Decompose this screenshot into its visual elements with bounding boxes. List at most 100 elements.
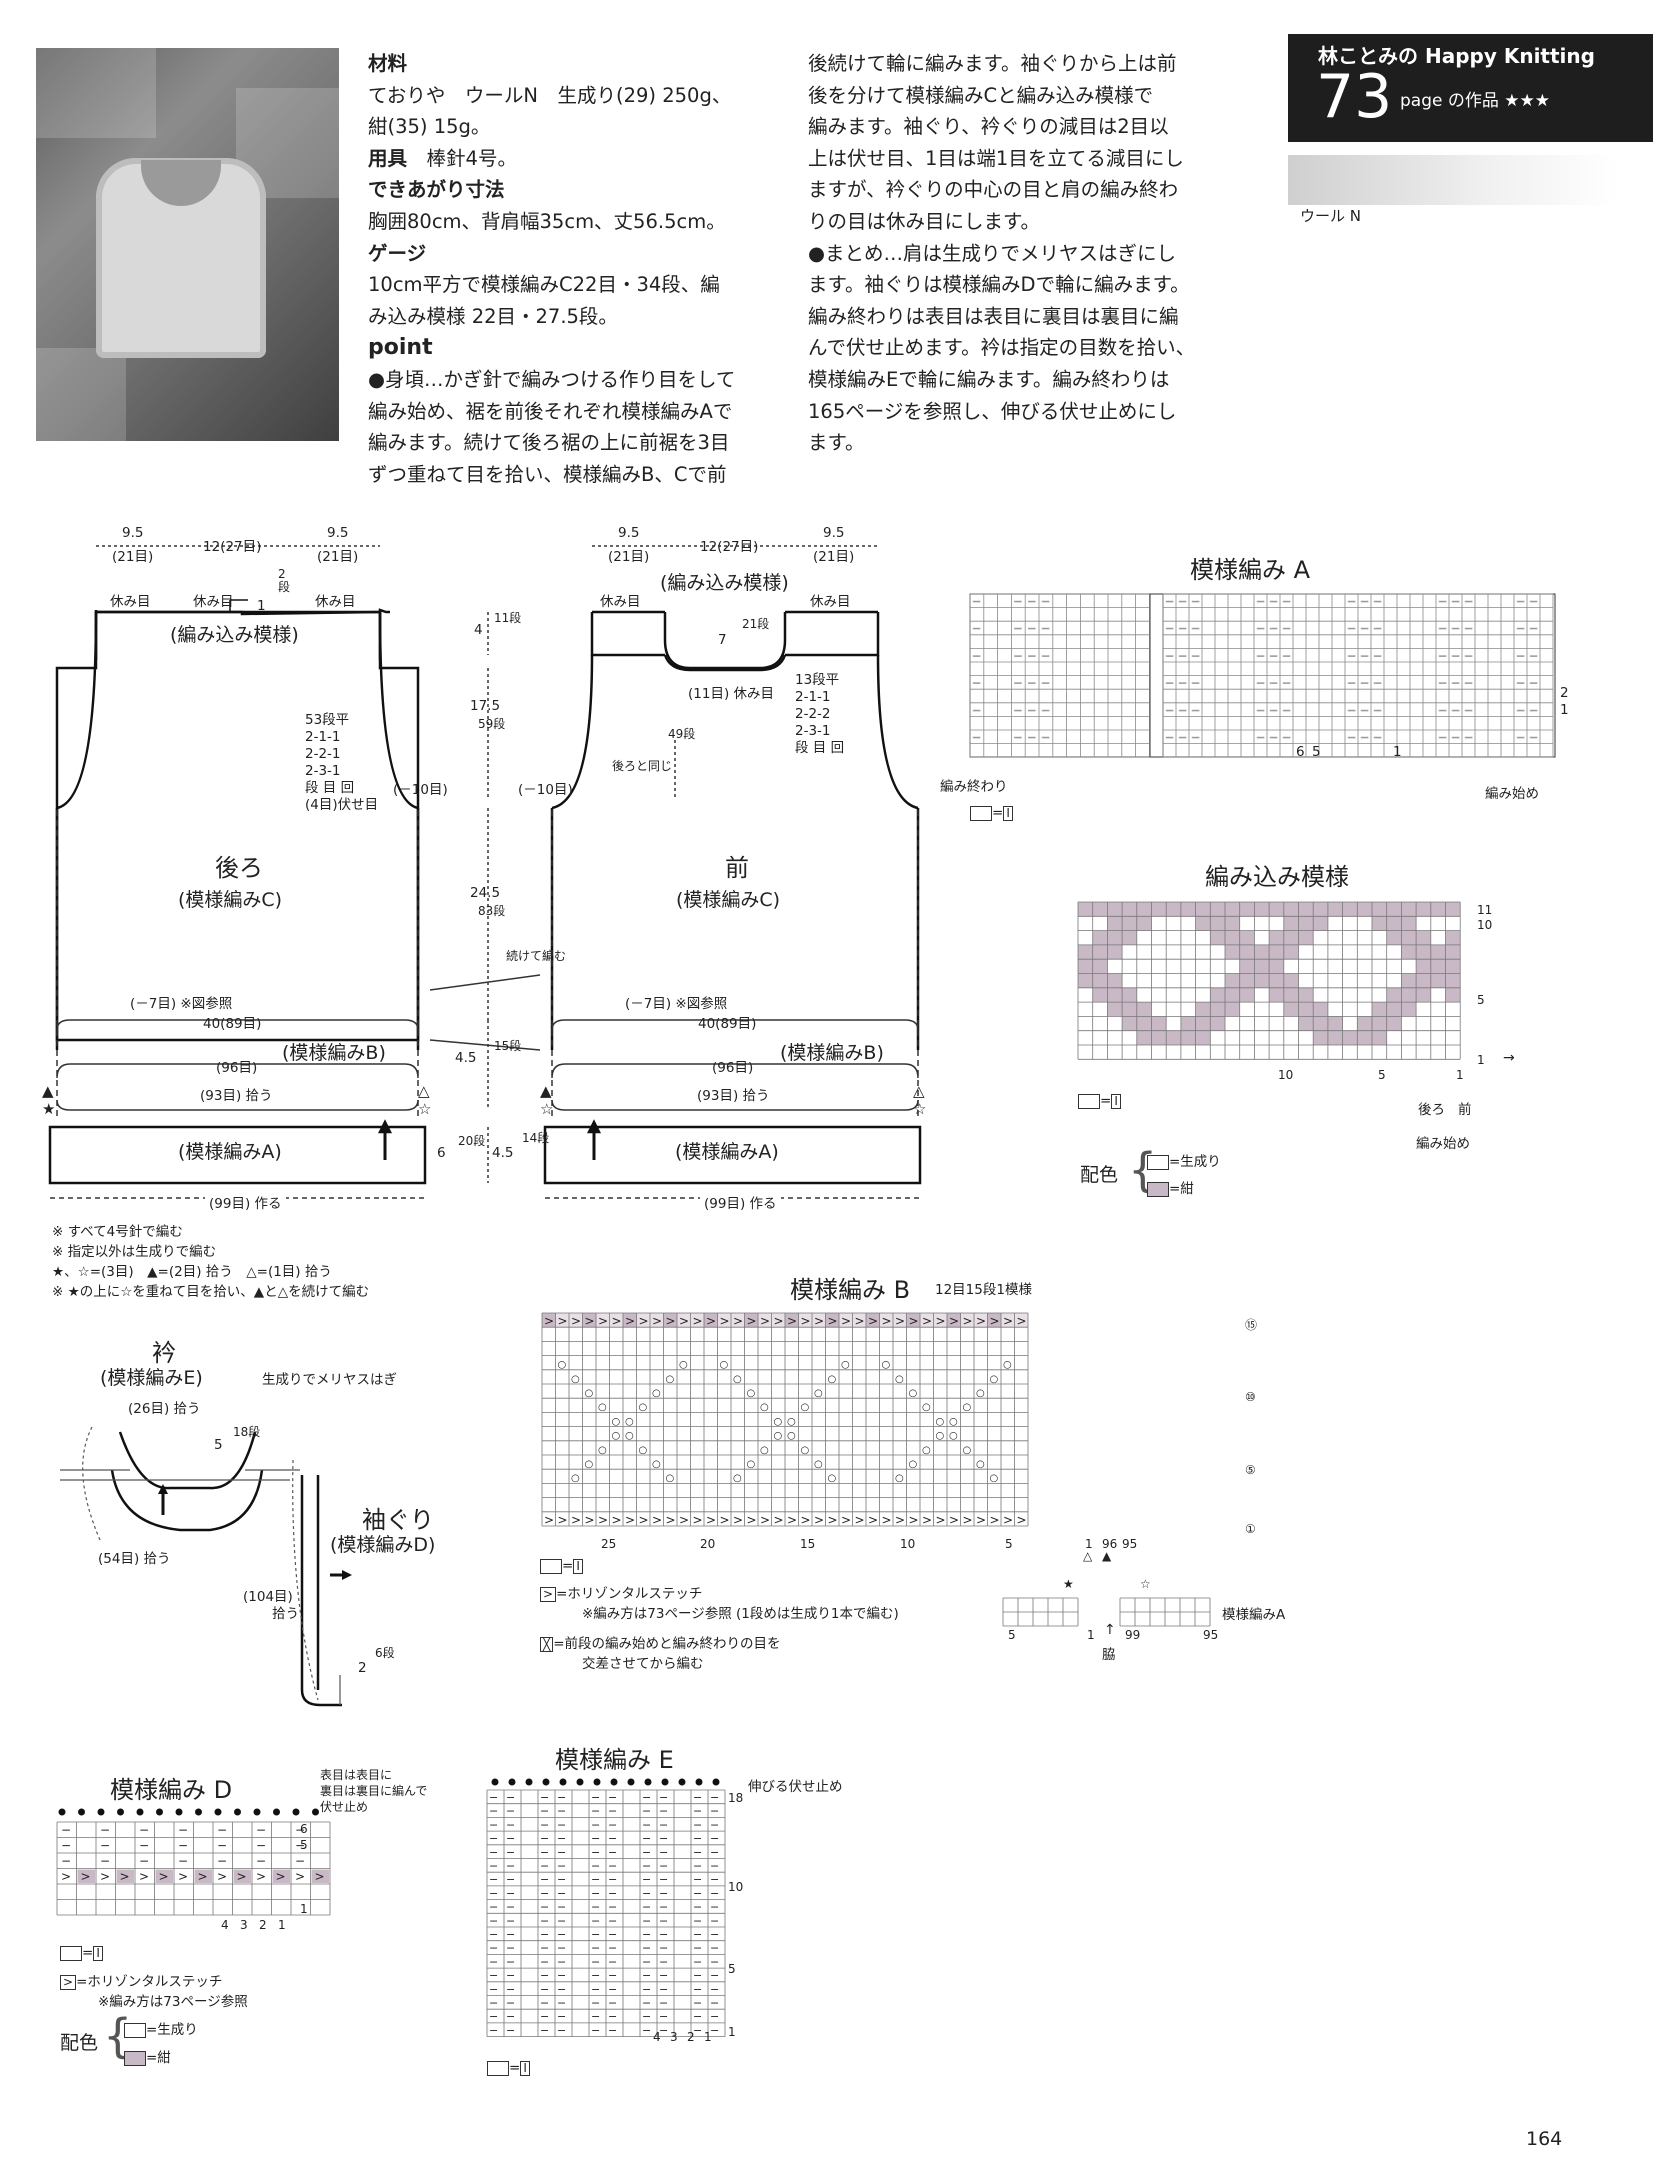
chart-cell — [974, 1313, 988, 1328]
chart-cell — [1092, 902, 1108, 917]
chart-a-col: 6 — [1296, 744, 1305, 760]
chart-symbol: ○ — [571, 1374, 580, 1385]
front-triangle-black: ▲ — [540, 1082, 552, 1100]
chart-symbol: − — [1373, 704, 1382, 717]
page-ref-suffix: page の作品 ★★★ — [1400, 91, 1550, 111]
chart-symbol: − — [710, 1942, 719, 1955]
jacq-front: 前 — [1458, 1102, 1472, 1118]
jacquard-title: 編み込み模様 — [1205, 863, 1349, 891]
chart-symbol: − — [540, 1873, 549, 1886]
horizontal-stitch-icon: > — [540, 1587, 557, 1602]
chart-symbol: − — [489, 2024, 498, 2037]
front-rest-left: 休み目 — [600, 594, 641, 610]
chart-e-row: 5 — [728, 1962, 736, 1976]
front-triangle-white: △ — [913, 1082, 925, 1100]
chart-symbol: − — [1282, 677, 1291, 690]
front-st96: (96目) — [712, 1060, 754, 1076]
chart-e-note: 伸びる伏せ止め — [748, 1779, 843, 1795]
chart-symbol: − — [972, 622, 981, 635]
mini-star-black: ★ — [1063, 1577, 1074, 1591]
chart-cell — [744, 1313, 758, 1328]
back-band-a: (模様編みA) — [178, 1141, 282, 1163]
chart-symbol: − — [642, 1942, 651, 1955]
chart-symbol: − — [591, 1914, 600, 1927]
front-top-right-st: (21目) — [813, 549, 855, 565]
right-line: りの目は休み目にします。 — [808, 209, 1041, 233]
chart-cell — [1225, 930, 1240, 945]
chart-symbol: ○ — [558, 1360, 567, 1371]
chart-b-triangle-white: △ — [1083, 1549, 1093, 1563]
chart-cell — [1195, 1002, 1211, 1017]
chart-symbol: > — [1017, 1314, 1027, 1328]
knit-symbol-icon: I — [1111, 1094, 1121, 1109]
chart-symbol: − — [489, 1997, 498, 2010]
chart-symbol: > — [81, 1870, 91, 1884]
color-2-label: =紺 — [1169, 1181, 1194, 1197]
ecru-swatch-icon — [1147, 1154, 1169, 1170]
chart-symbol: − — [608, 1914, 617, 1927]
chart-symbol: − — [693, 1873, 702, 1886]
chart-symbol: − — [540, 1887, 549, 1900]
chart-b-legend2: >=ホリゾンタルステッチ — [540, 1582, 702, 1602]
chart-symbol: − — [1027, 595, 1036, 608]
armhole-pick104b: 拾う — [272, 1606, 299, 1622]
chart-symbol: − — [1165, 731, 1174, 744]
chart-symbol: − — [1347, 731, 1356, 744]
chart-a-start: 編み始め — [1485, 786, 1539, 802]
chart-symbol: − — [489, 1832, 498, 1845]
series-header: 林ことみの Happy Knitting 73 page の作品 ★★★ — [1288, 34, 1653, 142]
chart-d-note: 表目は表目に 裏目は裏目に編んで 伏せ止め — [320, 1767, 427, 1815]
chart-symbol: − — [972, 677, 981, 690]
chart-symbol: − — [1516, 731, 1525, 744]
chart-symbol: − — [608, 1887, 617, 1900]
dec-line: 2-2-1 — [305, 746, 341, 762]
chart-d-col: 3 — [240, 1918, 248, 1932]
chart-symbol: ○ — [909, 1388, 918, 1399]
chart-symbol: ○ — [760, 1402, 769, 1413]
chart-d-title: 模様編み D — [110, 1776, 233, 1804]
chart-symbol: ○ — [585, 1388, 594, 1399]
chart-cell — [1210, 1016, 1225, 1031]
chart-cell — [1001, 1313, 1015, 1328]
chart-symbol: ○ — [828, 1473, 837, 1484]
chart-symbol: − — [642, 1832, 651, 1845]
knit-symbol-icon: I — [520, 2061, 530, 2076]
chart-symbol: > — [571, 1513, 581, 1527]
chart-symbol: − — [1347, 595, 1356, 608]
chart-cell — [1210, 1002, 1225, 1017]
chart-symbol: − — [608, 1901, 617, 1914]
chart-b-row: ① — [1245, 1522, 1256, 1536]
chart-cell — [1151, 1030, 1167, 1045]
chart-cell — [812, 1313, 826, 1328]
chart-symbol: > — [666, 1513, 676, 1527]
front-st99: (99目) 作る — [700, 1192, 781, 1212]
chart-cell — [1401, 916, 1417, 931]
chart-symbol: − — [659, 1805, 668, 1818]
chart-e-title: 模様編み E — [555, 1746, 674, 1774]
chart-symbol: − — [506, 1997, 515, 2010]
right-line: 165ページを参照し、伸びる伏せ止めにし — [808, 399, 1177, 423]
bind-off-dot — [214, 1808, 222, 1816]
back-rest-center: 休み目 — [193, 594, 234, 610]
note-line: ★、☆=(3目) ▲=(2目) 拾う △=(1目) 拾う — [52, 1264, 332, 1280]
chart-symbol: − — [591, 1805, 600, 1818]
chart-symbol: − — [506, 1887, 515, 1900]
front-st93: (93目) 拾う — [697, 1088, 770, 1104]
chart-symbol: ○ — [774, 1431, 783, 1442]
chart-symbol: > — [679, 1314, 689, 1328]
chart-a-title: 模様編み A — [1190, 556, 1311, 584]
chart-cell — [879, 1313, 893, 1328]
chart-symbol: − — [489, 1805, 498, 1818]
point-line: 編みます。続けて後ろ裾の上に前裾を3目 — [368, 431, 730, 455]
chart-symbol: > — [787, 1314, 797, 1328]
chart-symbol: − — [591, 1983, 600, 1996]
chart-cell — [1372, 902, 1387, 917]
chart-symbol: − — [489, 1955, 498, 1968]
chart-cell — [906, 1313, 920, 1328]
chart-symbol: > — [895, 1513, 905, 1527]
chart-symbol: − — [642, 1860, 651, 1873]
chart-symbol: ○ — [639, 1402, 648, 1413]
chart-cell — [920, 1313, 934, 1328]
chart-symbol: − — [659, 1860, 668, 1873]
chart-symbol: − — [1041, 595, 1050, 608]
